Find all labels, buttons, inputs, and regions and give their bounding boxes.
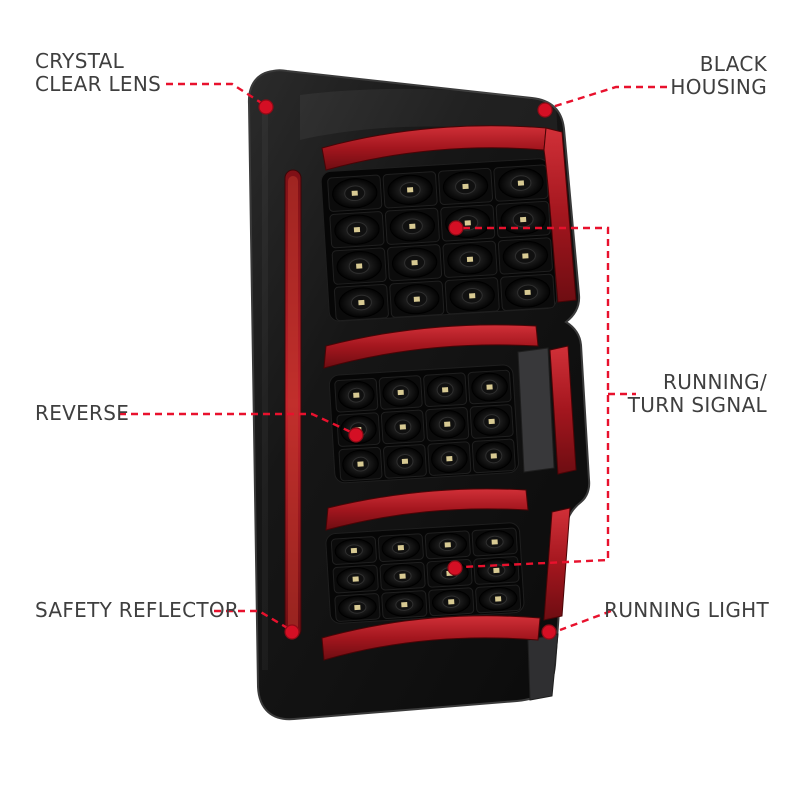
callout-dot-crystal-clear-lens bbox=[258, 99, 274, 115]
callout-line-reverse bbox=[119, 412, 354, 435]
callout-dot-black-housing bbox=[537, 102, 553, 118]
callout-dot-running-turn-signal-bottom bbox=[447, 560, 463, 576]
led-bar-right-mid bbox=[549, 345, 577, 475]
label-line: RUNNING LIGHT bbox=[604, 598, 769, 622]
label-line: HOUSING bbox=[670, 75, 767, 99]
led-bar-mid1 bbox=[323, 324, 539, 369]
callout-line-black-housing bbox=[548, 85, 667, 110]
callout-line-running-light bbox=[559, 609, 612, 632]
led-panel-top bbox=[320, 158, 558, 322]
label-line: REVERSE bbox=[35, 401, 130, 425]
callout-line-running-turn-signal bbox=[461, 226, 636, 569]
led-panel-middle bbox=[328, 364, 519, 484]
label-crystal-clear-lens: CRYSTAL CLEAR LENS bbox=[35, 50, 161, 96]
label-black-housing: BLACK HOUSING bbox=[670, 53, 767, 99]
safety-reflector-core bbox=[288, 176, 298, 632]
label-line: CLEAR LENS bbox=[35, 72, 162, 96]
label-reverse: REVERSE bbox=[35, 402, 129, 425]
edge-sheen bbox=[262, 110, 268, 670]
label-line: RUNNING/ bbox=[663, 370, 767, 394]
callout-line-safety-reflector bbox=[214, 609, 290, 631]
label-line: CRYSTAL bbox=[35, 49, 125, 73]
label-line: TURN SIGNAL bbox=[627, 393, 767, 417]
side-step-lower bbox=[527, 633, 559, 701]
label-line: SAFETY REFLECTOR bbox=[35, 598, 240, 622]
label-line: BLACK bbox=[699, 52, 767, 76]
label-safety-reflector: SAFETY REFLECTOR bbox=[35, 599, 239, 622]
callout-dot-running-turn-signal-top bbox=[448, 220, 464, 236]
callout-dot-running-light bbox=[541, 624, 557, 640]
callout-line-crystal-clear-lens bbox=[166, 82, 264, 106]
callout-dot-safety-reflector bbox=[284, 624, 300, 640]
led-bar-mid2 bbox=[325, 488, 529, 531]
led-bar-bottom bbox=[321, 615, 541, 661]
led-panel-bottom bbox=[325, 522, 525, 624]
label-running-turn-signal: RUNNING/ TURN SIGNAL bbox=[628, 371, 767, 417]
label-running-light: RUNNING LIGHT bbox=[604, 599, 769, 622]
callout-dot-reverse bbox=[348, 427, 364, 443]
side-step-upper bbox=[517, 347, 555, 473]
led-bar-right-lower bbox=[543, 507, 571, 621]
